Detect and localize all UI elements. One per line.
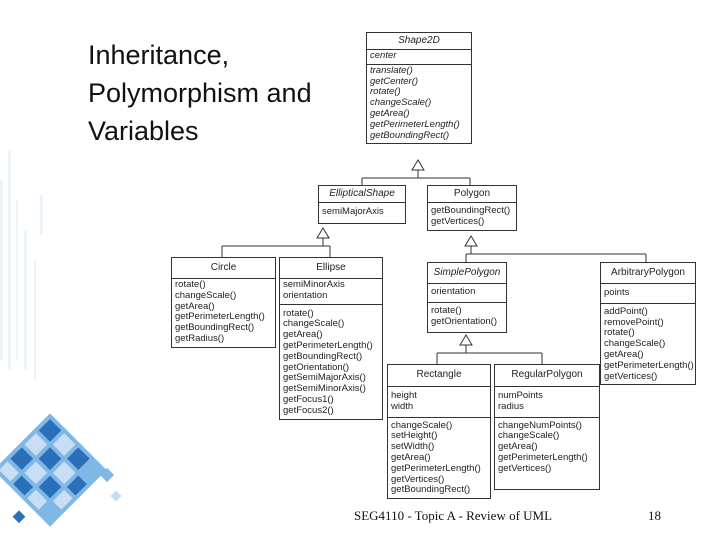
method: getBoundingRect() <box>370 129 450 141</box>
class-name-rectangle: Rectangle <box>388 365 490 387</box>
method: getPerimeterLength() <box>370 118 460 130</box>
attributes-simple-polygon: orientation <box>428 284 506 303</box>
method: rotate() <box>370 86 401 98</box>
method: getBoundingRect() <box>175 322 255 334</box>
method: getFocus1() <box>283 393 334 405</box>
method: getVertices() <box>604 370 658 382</box>
method: setWidth() <box>391 441 435 453</box>
method: getPerimeterLength() <box>175 311 265 323</box>
attribute: orientation <box>283 289 328 301</box>
attribute: points <box>604 287 630 298</box>
slide-footer: SEG4110 - Topic A - Review of UML <box>354 508 553 523</box>
class-name-regular-polygon: RegularPolygon <box>495 365 599 387</box>
methods-shape2d: translate() getCenter() rotate() changeS… <box>367 65 471 144</box>
method: rotate() <box>175 279 206 290</box>
method: changeScale() <box>283 318 345 330</box>
method: getArea() <box>175 300 215 312</box>
class-box-arbitrary-polygon: ArbitraryPolygon points addPoint() remov… <box>600 262 696 386</box>
method: changeNumPoints() <box>498 419 582 431</box>
attributes-arbitrary-polygon: points <box>601 284 695 304</box>
method: getFocus2() <box>283 404 334 416</box>
methods-polygon: getBoundingRect() getVertices() <box>428 203 516 230</box>
method: addPoint() <box>604 305 648 317</box>
method: getArea() <box>498 441 538 453</box>
attributes-ellipse: semiMinorAxis orientation <box>280 279 382 305</box>
class-name-arbitrary-polygon: ArbitraryPolygon <box>601 263 695 284</box>
inheritance-arrow-elliptical <box>316 227 330 239</box>
method: getVertices() <box>498 462 552 474</box>
methods-circle: rotate() changeScale() getArea() getPeri… <box>172 279 275 347</box>
class-box-ellipse: Ellipse semiMinorAxis orientation rotate… <box>279 257 383 420</box>
class-name-simple-polygon: SimplePolygon <box>428 263 506 284</box>
method: getArea() <box>370 107 410 119</box>
method: rotate() <box>604 327 635 339</box>
attribute: semiMinorAxis <box>283 279 345 290</box>
method: getVertices() <box>431 215 485 227</box>
method: getBoundingRect() <box>431 205 511 216</box>
class-name-ellipse: Ellipse <box>280 258 382 279</box>
method: getPerimeterLength() <box>391 462 481 474</box>
method: getBoundingRect() <box>283 350 363 362</box>
class-name-polygon: Polygon <box>428 186 516 203</box>
method: getArea() <box>391 451 431 463</box>
methods-arbitrary-polygon: addPoint() removePoint() rotate() change… <box>601 304 695 385</box>
class-box-polygon: Polygon getBoundingRect() getVertices() <box>427 185 517 231</box>
decorative-tile-pattern <box>0 150 122 527</box>
method: getPerimeterLength() <box>604 359 694 371</box>
method: getBoundingRect() <box>391 484 471 496</box>
class-box-simple-polygon: SimplePolygon orientation rotate() getOr… <box>427 262 507 334</box>
attributes-regular-polygon: numPoints radius <box>495 387 599 418</box>
method: rotate() <box>431 304 462 316</box>
inheritance-arrow-shape2d <box>411 159 425 171</box>
method: setHeight() <box>391 430 438 442</box>
attribute: height <box>391 390 417 401</box>
method: getArea() <box>604 348 644 360</box>
method: removePoint() <box>604 316 664 328</box>
class-box-elliptical-shape: EllipticalShape semiMajorAxis <box>318 185 406 224</box>
methods-rectangle: changeScale() setHeight() setWidth() get… <box>388 418 490 499</box>
method: changeScale() <box>391 419 453 431</box>
method: changeScale() <box>604 338 666 350</box>
class-name-shape2d: Shape2D <box>367 33 471 50</box>
attribute: orientation <box>431 286 476 297</box>
method: getVertices() <box>391 473 445 485</box>
method: getSemiMajorAxis() <box>283 372 366 384</box>
class-box-circle: Circle rotate() changeScale() getArea() … <box>171 257 276 348</box>
methods-regular-polygon: changeNumPoints() changeScale() getArea(… <box>495 418 599 489</box>
method: changeScale() <box>498 430 560 442</box>
methods-simple-polygon: rotate() getOrientation() <box>428 303 506 333</box>
class-name-elliptical-shape: EllipticalShape <box>319 186 405 203</box>
method: getPerimeterLength() <box>283 339 373 351</box>
methods-ellipse: rotate() changeScale() getArea() getPeri… <box>280 305 382 419</box>
method: translate() <box>370 64 413 76</box>
method: getSemiMinorAxis() <box>283 383 366 395</box>
method: getOrientation() <box>283 361 350 373</box>
attribute: radius <box>498 400 524 412</box>
method: getCenter() <box>370 75 419 87</box>
attribute: width <box>391 400 414 412</box>
method: getRadius() <box>175 332 225 344</box>
attribute: numPoints <box>498 390 543 401</box>
class-box-shape2d: Shape2D center translate() getCenter() r… <box>366 32 472 145</box>
inheritance-arrow-simple-polygon <box>459 334 473 346</box>
slide-title: Inheritance, Polymorphism and Variables <box>88 40 312 146</box>
method: getArea() <box>283 329 323 341</box>
method: getOrientation() <box>431 315 498 327</box>
method: getPerimeterLength() <box>498 451 588 463</box>
class-name-circle: Circle <box>172 258 275 279</box>
attributes-rectangle: height width <box>388 387 490 418</box>
attributes-shape2d: center <box>367 50 471 65</box>
method: changeScale() <box>175 289 237 301</box>
class-box-rectangle: Rectangle height width changeScale() set… <box>387 364 491 500</box>
class-box-regular-polygon: RegularPolygon numPoints radius changeNu… <box>494 364 600 490</box>
method: rotate() <box>283 307 314 319</box>
attributes-elliptical-shape: semiMajorAxis <box>319 203 405 223</box>
page-number: 18 <box>648 508 661 523</box>
attribute: center <box>370 50 397 61</box>
inheritance-arrow-polygon <box>464 235 478 247</box>
attribute: semiMajorAxis <box>322 206 384 217</box>
method: changeScale() <box>370 97 432 109</box>
